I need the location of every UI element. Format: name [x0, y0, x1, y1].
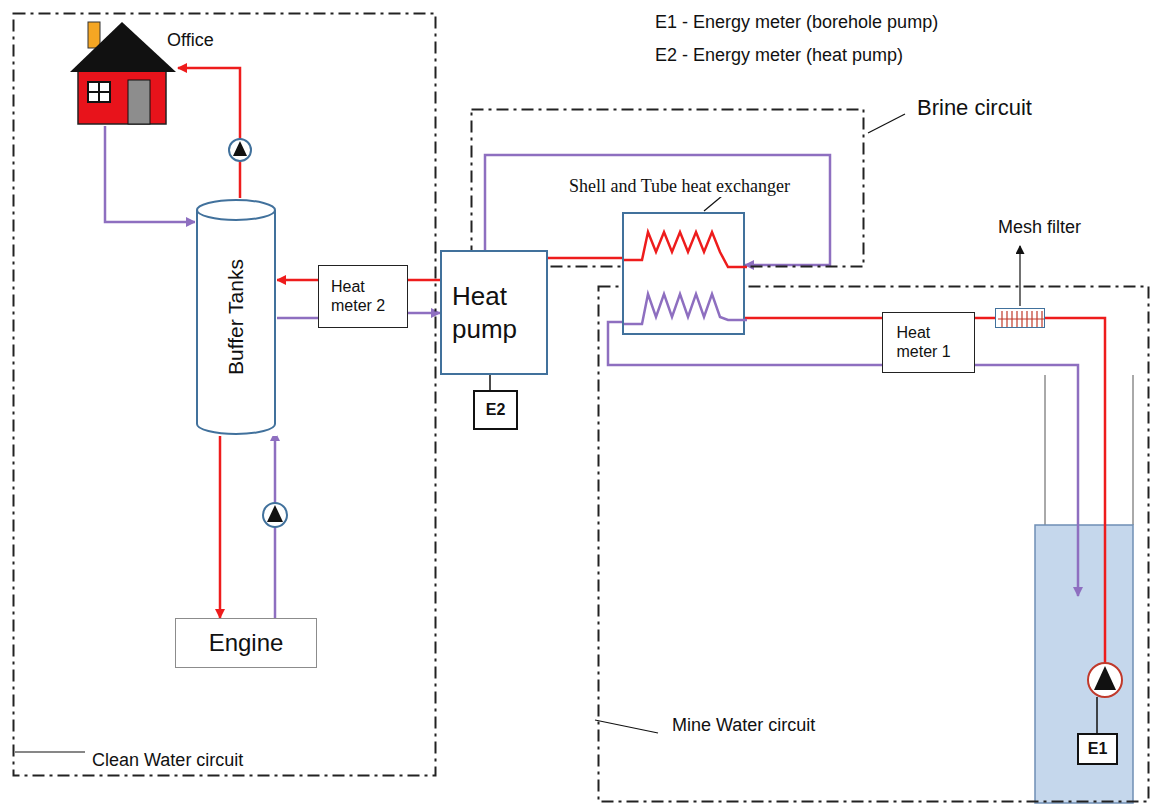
heat-exchanger: Shell and Tube heat exchanger [622, 212, 745, 335]
leader-line [868, 114, 905, 133]
hot-coil [624, 232, 747, 267]
tank-top [197, 200, 275, 220]
heat-exchanger-coils [624, 214, 747, 337]
filter-mesh [996, 309, 1046, 329]
circuit-region: Clean Water circuit OfficeBuffer Tanks Hea… [12, 12, 437, 777]
legend-note: E2 - Energy meter (heat pump) [655, 45, 903, 66]
component-label: Buffer Tanks [224, 259, 248, 375]
borehole-water [1035, 525, 1133, 803]
buffer-tank: Buffer Tanks [195, 198, 277, 436]
pipe-connector [489, 375, 491, 390]
pipe-connector [408, 279, 440, 282]
pipe-connector [178, 68, 240, 200]
circuit-label: Brine circuit [915, 95, 1034, 121]
leader-line [704, 196, 722, 211]
engine-box: Engine [175, 618, 317, 668]
leader-line [595, 720, 658, 733]
circuit-label: Clean Water circuit [90, 750, 245, 771]
component-label: Office [165, 30, 216, 51]
component-label: Mesh filter [996, 217, 1083, 238]
pump-triangle [233, 141, 247, 156]
pipe-connector [105, 126, 195, 222]
circuit-region: Mine Water circuit Heat meter 1 Mesh filte… [597, 285, 1150, 803]
cold-coil [624, 294, 747, 324]
mesh-line [998, 319, 1044, 320]
pipe-connector [548, 257, 622, 260]
window [88, 82, 110, 102]
chimney [88, 22, 100, 48]
tank-body [197, 210, 275, 434]
pipe-connector [277, 317, 318, 320]
region-border [14, 14, 436, 776]
office-building: Office [68, 18, 178, 126]
component-label: E2 [486, 401, 506, 419]
component-label: Heat meter 2 [331, 278, 395, 315]
window-bar [88, 91, 110, 93]
circulation-pump [263, 503, 287, 527]
energy-meter: E1 [1077, 733, 1118, 765]
pipe-connector [219, 434, 222, 618]
pipe-connector [745, 317, 882, 320]
component-label: Heat pump [452, 280, 536, 345]
pipe-connector [277, 279, 318, 282]
circulation-pump [229, 139, 251, 161]
circuit-label: Mine Water circuit [670, 715, 817, 736]
heat-meter: Heat meter 2 [318, 265, 408, 328]
region-border [472, 110, 864, 267]
pump-triangle [267, 505, 283, 522]
supply-pipe [1045, 318, 1105, 662]
leader-arrow [1019, 246, 1020, 306]
component-label: Shell and Tube heat exchanger [567, 176, 792, 197]
mesh-filter: Mesh filter [995, 308, 1045, 328]
house-body [78, 70, 166, 124]
well-wall [1045, 375, 1046, 525]
component-label: Engine [209, 629, 284, 657]
heat-pump: Heat pump [440, 250, 548, 375]
roof [70, 22, 176, 72]
leader-line [15, 751, 85, 752]
meter-lead [1096, 697, 1098, 733]
return-pipe [975, 365, 1078, 596]
pipe-connector [975, 317, 995, 320]
energy-meter: E2 [473, 390, 518, 430]
region-border [599, 287, 1149, 802]
door [128, 80, 150, 124]
legend-note: E1 - Energy meter (borehole pump) [655, 12, 938, 33]
pipe-connector [408, 312, 440, 315]
heat-meter: Heat meter 1 [882, 312, 975, 373]
component-label: Heat meter 1 [897, 324, 961, 361]
well-wall [1133, 375, 1134, 525]
borehole-pump [1088, 663, 1122, 697]
office-icon [68, 18, 178, 126]
pump-triangle [1094, 666, 1116, 690]
component-label: E1 [1088, 740, 1108, 758]
